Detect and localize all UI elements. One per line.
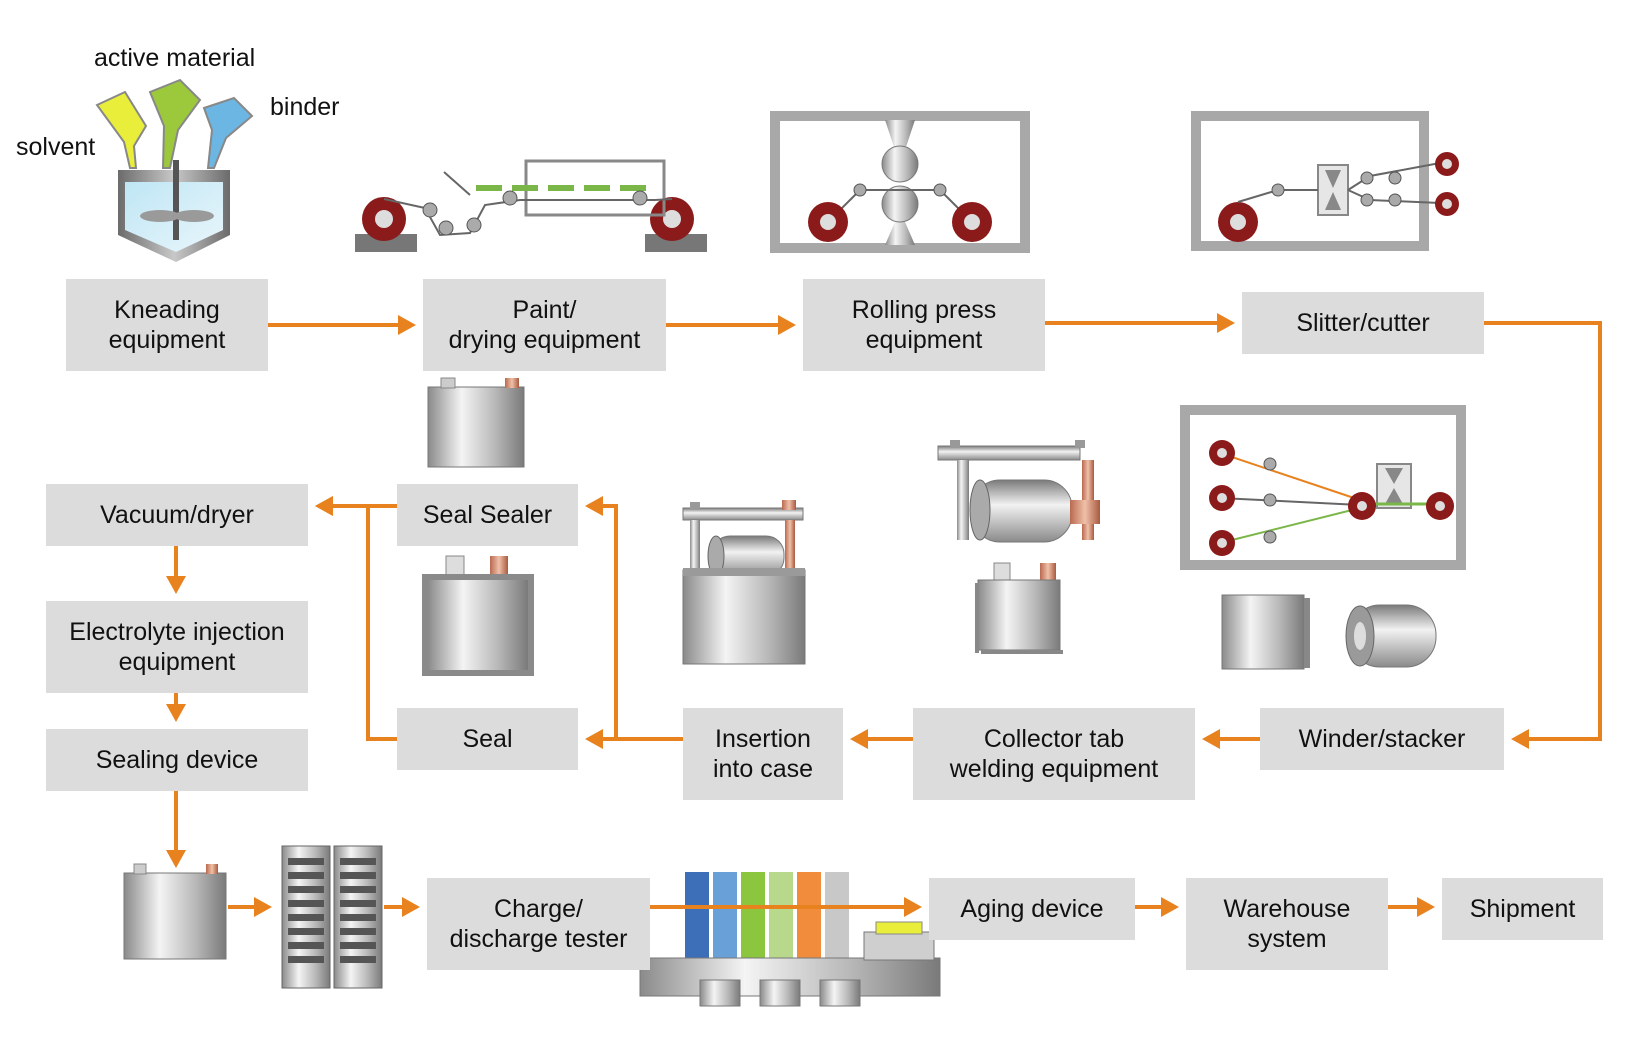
- arrow-collector-to-insertion-head: [850, 729, 868, 749]
- arrow-cell-to-rack-head: [254, 897, 272, 917]
- kneading-tank-icon: [95, 78, 254, 262]
- arrow-aging-to-warehouse: [1135, 897, 1179, 917]
- step-collector-tab: Collector tab welding equipment: [913, 708, 1195, 800]
- step-rolling-press: Rolling press equipment: [803, 279, 1045, 371]
- slitter-cutter-icon: [1191, 111, 1459, 251]
- arrow-vacuum-to-electrolyte-head: [166, 576, 186, 594]
- arrow-kneading-to-paint: [268, 315, 416, 335]
- step-slitter-cutter: Slitter/cutter: [1242, 292, 1484, 354]
- arrow-sealing-to-cell-head: [166, 850, 186, 868]
- arrow-sealing-to-cell: [166, 791, 186, 868]
- paint-drying-line-icon: [355, 159, 707, 252]
- collector-tab-welder-icon: [937, 440, 1100, 654]
- step-kneading: Kneading equipment: [66, 279, 268, 371]
- arrow-seal-sealer-to-vacuum-head: [315, 496, 333, 516]
- step-seal-sealer: Seal Sealer: [397, 484, 578, 546]
- arrow-slitter-to-winder-head: [1511, 729, 1529, 749]
- arrow-aging-to-warehouse-head: [1161, 897, 1179, 917]
- label-active-material: active material: [94, 44, 256, 72]
- arrow-vacuum-to-electrolyte: [166, 546, 186, 594]
- step-warehouse: Warehouse system: [1186, 878, 1388, 970]
- arrow-rolling-to-slitter-head: [1217, 313, 1235, 333]
- case-insertion-icon: [682, 500, 806, 665]
- step-winder-stacker: Winder/stacker: [1260, 708, 1504, 770]
- step-shipment: Shipment: [1442, 878, 1603, 940]
- winder-stacker-icon: [1180, 405, 1466, 670]
- arrow-rack-to-charge: [384, 897, 420, 917]
- open-cell-icon: [422, 555, 534, 676]
- arrow-seal-to-vacuum: [315, 496, 397, 741]
- arrow-charge-to-aging: [650, 897, 922, 917]
- arrow-insertion-to-seal: [585, 729, 683, 749]
- step-seal: Seal: [397, 708, 578, 770]
- arrow-rolling-to-slitter: [1045, 313, 1235, 333]
- finished-cell-icon: [123, 863, 227, 960]
- arrow-warehouse-to-shipment-head: [1417, 897, 1435, 917]
- arrow-paint-to-rolling-head: [778, 315, 796, 335]
- arrow-seal-to-vacuum-line: [333, 504, 397, 741]
- arrow-electrolyte-to-sealing-head: [166, 704, 186, 722]
- arrow-slitter-to-winder-line: [1484, 321, 1602, 741]
- arrow-insertion-to-seal-head: [585, 729, 603, 749]
- arrow-slitter-to-winder: [1484, 321, 1602, 749]
- label-solvent: solvent: [16, 133, 96, 161]
- arrow-charge-to-aging-head: [904, 897, 922, 917]
- arrow-insertion-to-seal-sealer-head: [585, 496, 603, 516]
- arrow-electrolyte-to-sealing: [166, 693, 186, 722]
- step-insertion: Insertion into case: [683, 708, 843, 800]
- arrow-winder-to-collector: [1202, 729, 1260, 749]
- arrow-seal-sealer-to-vacuum: [315, 496, 397, 516]
- step-electrolyte-injection: Electrolyte injection equipment: [46, 601, 308, 693]
- arrow-warehouse-to-shipment: [1388, 897, 1435, 917]
- arrow-rack-to-charge-head: [402, 897, 420, 917]
- step-charge-discharge: Charge/ discharge tester: [427, 878, 650, 970]
- aging-line-icon: [639, 872, 941, 1007]
- step-paint-drying: Paint/ drying equipment: [423, 279, 666, 371]
- arrow-insertion-to-seal-sealer: [585, 496, 618, 739]
- step-aging: Aging device: [929, 878, 1135, 940]
- rolling-press-icon: [770, 111, 1030, 253]
- arrow-kneading-to-paint-head: [398, 315, 416, 335]
- sealed-cell-icon: [427, 377, 525, 468]
- label-binder: binder: [270, 93, 340, 121]
- arrow-insertion-to-seal-sealer-line: [603, 504, 618, 739]
- arrow-cell-to-rack: [228, 897, 272, 917]
- arrow-paint-to-rolling: [666, 315, 796, 335]
- arrow-collector-to-insertion: [850, 729, 913, 749]
- step-sealing-device: Sealing device: [46, 729, 308, 791]
- arrow-winder-to-collector-head: [1202, 729, 1220, 749]
- step-vacuum-dryer: Vacuum/dryer: [46, 484, 308, 546]
- tester-rack-icon: [281, 845, 383, 989]
